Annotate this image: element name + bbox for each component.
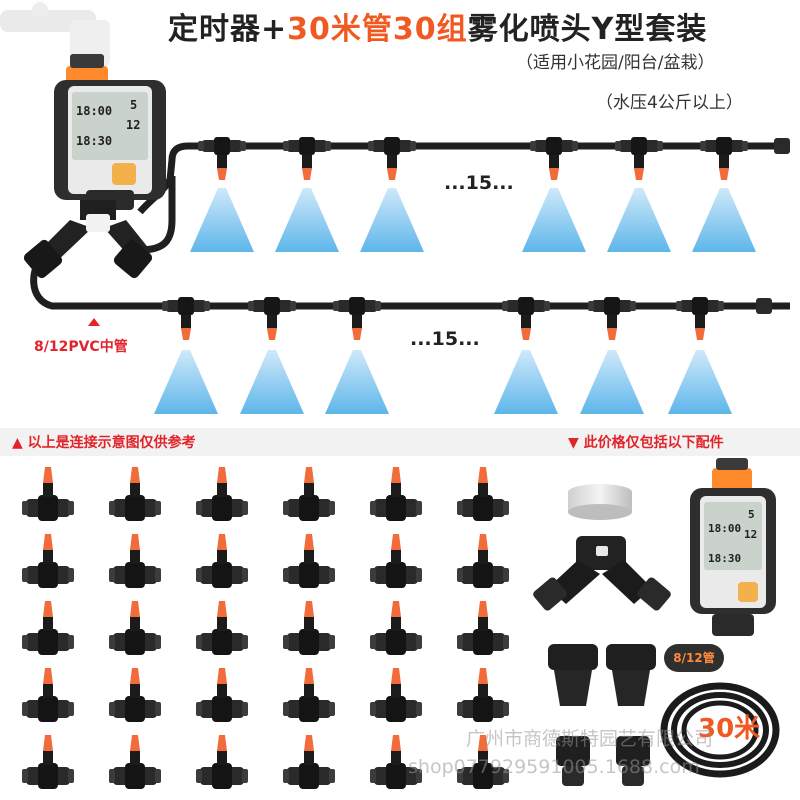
top-row-count-label: ...15... (444, 172, 514, 194)
timer-part-display-time-1: 18:00 (708, 522, 742, 535)
pipe-size-label: 8/12PVC中管 (34, 339, 128, 355)
tube-coil (660, 682, 780, 778)
tube-length-label: 30米 (698, 714, 761, 744)
bottom-nozzle-row (154, 297, 772, 414)
y-connector-part (533, 536, 671, 611)
nozzle-parts-grid (22, 467, 509, 789)
title-highlight: 30米管30组 (287, 12, 468, 47)
page-title: 定时器+30米管30组雾化喷头Y型套装 (168, 4, 707, 48)
subtitle-usage: （适用小花园/阳台/盆栽） (516, 53, 715, 73)
timer-part-display-time-2: 18:30 (708, 552, 742, 565)
threaded-adapter (568, 484, 632, 520)
timer-part (690, 458, 776, 636)
timer-part-display-digit-mid: 12 (744, 528, 758, 541)
quick-connectors (548, 644, 656, 786)
timer-display-time-1: 18:00 (76, 104, 113, 118)
watermark-shop-url: shop077929591005.1688.com (408, 756, 700, 778)
pipe-pointer-icon (88, 318, 100, 326)
y-splitter (23, 200, 153, 279)
watermark-company: 广州市商德斯特园艺有限公司 (466, 728, 714, 750)
notes-band (0, 428, 800, 456)
title-part-2: 雾化喷头Y型套装 (467, 12, 708, 47)
top-nozzle-row (190, 137, 790, 252)
diagram-reference-note: ▲ 以上是连接示意图仅供参考 (12, 435, 196, 451)
timer-controller (54, 54, 166, 210)
timer-display-time-2: 18:30 (76, 134, 113, 148)
title-part-1: 定时器+ (168, 12, 288, 47)
timer-display-digit-top: 5 (130, 98, 138, 112)
timer-display-digit-mid: 12 (126, 118, 141, 132)
price-includes-note: ▼ 此价格仅包括以下配件 (568, 435, 724, 451)
timer-part-display-digit-top: 5 (748, 508, 755, 521)
subtitle-pressure: （水压4公斤以上） (596, 93, 743, 113)
tube-size-tag: 8/12管 (664, 644, 724, 672)
bottom-row-count-label: ...15... (410, 328, 480, 350)
